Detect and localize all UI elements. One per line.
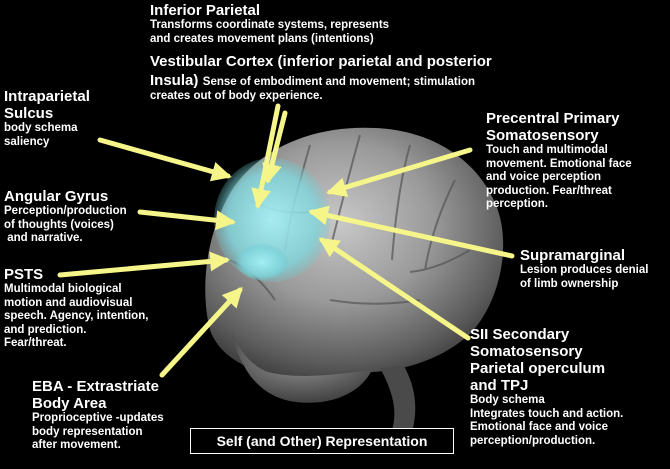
inferior-parietal-title: Inferior Parietal	[150, 2, 261, 19]
intraparietal-title-1: Intraparietal	[4, 88, 90, 105]
arrows	[57, 103, 515, 378]
arrow-eba	[159, 287, 243, 378]
precentral-desc-1: Touch and multimodal	[486, 144, 608, 156]
label-eba: EBA - Extrastriate Body Area Propriocept…	[32, 378, 164, 453]
arrow-inferior-parietal	[262, 110, 288, 184]
vestibular-title-1: Vestibular Cortex (inferior parietal and…	[150, 53, 492, 70]
arrow-sii	[318, 237, 471, 341]
supramarginal-desc-2: of limb ownership	[520, 277, 619, 290]
arrow-angular	[137, 209, 236, 231]
precentral-title-1: Precentral Primary	[486, 110, 620, 127]
label-angular-gyrus: Angular Gyrus Perception/production of t…	[4, 188, 127, 246]
precentral-desc-5: perception.	[486, 198, 548, 210]
arrow-supramarginal	[308, 205, 515, 259]
sii-desc-3: Emotional face and voice	[470, 421, 609, 433]
brain-stem	[380, 366, 416, 432]
intraparietal-desc-2: saliency	[4, 135, 50, 148]
sii-title-1: SII Secondary	[470, 326, 570, 343]
supramarginal-title: Supramarginal	[520, 247, 626, 264]
sii-title-4: and TPJ	[470, 377, 529, 394]
angular-title: Angular Gyrus	[4, 188, 109, 205]
caption-box: Self (and Other) Representation	[190, 428, 454, 454]
eba-title-2: Body Area	[32, 395, 107, 412]
arrow-intraparietal	[97, 137, 232, 182]
vestibular-desc-2: creates out of body experience.	[150, 90, 323, 102]
vestibular-desc-1: Sense of embodiment and movement; stimul…	[202, 76, 476, 88]
sii-desc-4: perception/production.	[470, 434, 596, 447]
label-inferior-parietal: Inferior Parietal Transforms coordinate …	[150, 2, 389, 46]
label-psts: PSTS Multimodal biological motion and au…	[4, 266, 148, 351]
psts-title: PSTS	[4, 266, 44, 283]
sii-title-2: Somatosensory	[470, 343, 583, 360]
supramarginal-desc-1: Lesion produces denial	[520, 264, 649, 276]
eba-title-1: EBA - Extrastriate	[32, 378, 159, 395]
arrow-psts	[57, 251, 230, 278]
precentral-desc-4: production. Fear/threat	[486, 184, 612, 197]
sii-desc-2: Integrates touch and action.	[470, 407, 624, 420]
vestibular-title-2: Insula)	[150, 72, 199, 89]
precentral-title-2: Somatosensory	[486, 127, 599, 144]
psts-desc-1: Multimodal biological	[4, 283, 122, 295]
angular-desc-1: Perception/production	[4, 205, 127, 217]
angular-desc-3: and narrative.	[4, 232, 83, 244]
arrow-precentral	[326, 147, 473, 197]
intraparietal-title-2: Sulcus	[4, 105, 54, 122]
inferior-parietal-desc-1: Transforms coordinate systems, represent…	[150, 19, 390, 31]
inferior-parietal-desc-2: and creates movement plans (intentions)	[150, 32, 374, 45]
eba-desc-1: Proprioceptive -updates	[32, 412, 164, 424]
psts-desc-4: and prediction.	[4, 323, 87, 336]
psts-desc-2: motion and audiovisual	[4, 296, 133, 309]
caption-text: Self (and Other) Representation	[216, 433, 428, 449]
sii-title-3: Parietal operculum	[470, 360, 606, 377]
sii-desc-1: Body schema	[470, 394, 545, 406]
label-intraparietal: Intraparietal Sulcus body schema salienc…	[4, 88, 90, 149]
brain-image	[205, 127, 504, 432]
psts-desc-3: speech. Agency, intention,	[4, 310, 149, 322]
highlight-region-lower	[236, 244, 288, 280]
psts-desc-5: Fear/threat.	[4, 337, 67, 349]
eba-desc-3: after movement.	[32, 439, 121, 451]
precentral-desc-3: and voice perception	[486, 171, 602, 183]
arrow-vestibular	[251, 103, 281, 209]
angular-desc-2: of thoughts (voices)	[4, 218, 114, 231]
eba-desc-2: body representation	[32, 425, 143, 438]
label-vestibular: Vestibular Cortex (inferior parietal and…	[150, 53, 492, 104]
label-precentral: Precentral Primary Somatosensory Touch a…	[486, 110, 632, 212]
brain-cerebellum	[232, 332, 372, 403]
intraparietal-desc-1: body schema	[4, 122, 78, 134]
label-sii: SII Secondary Somatosensory Parietal ope…	[470, 326, 623, 448]
precentral-desc-2: movement. Emotional face	[486, 157, 632, 170]
label-supramarginal: Supramarginal Lesion produces denial of …	[520, 247, 648, 291]
